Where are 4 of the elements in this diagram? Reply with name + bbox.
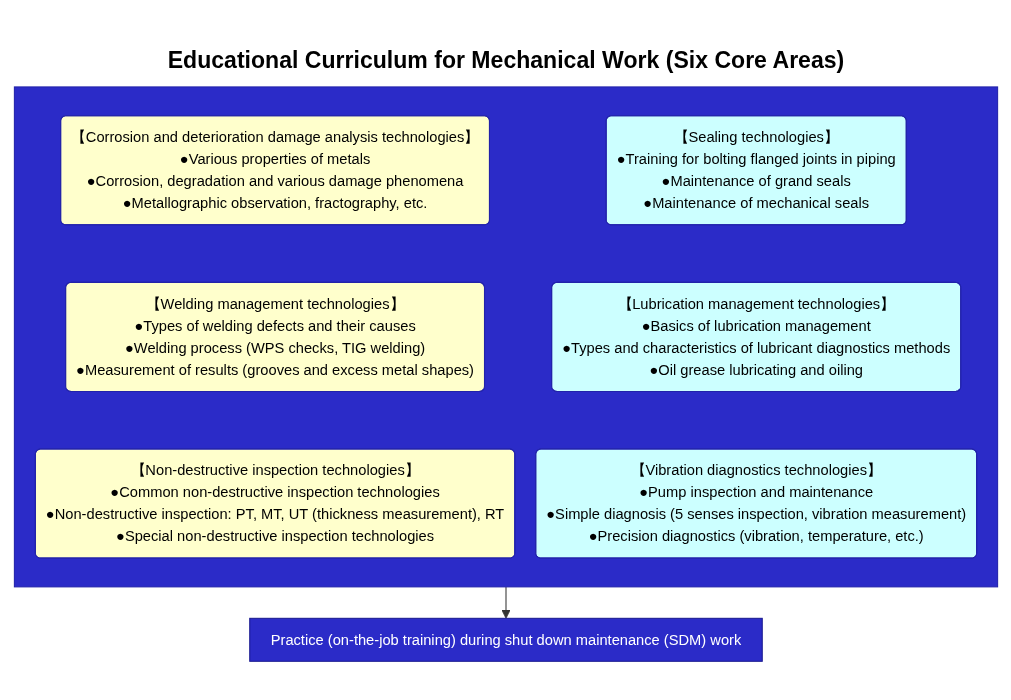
- cluster: [13, 86, 998, 588]
- node-box: Practice (on-the-job training) during shut down maintenance (SDM) work: [248, 617, 763, 662]
- node-label: Educational Curriculum for Mechanical Work (Six Core Areas): [167, 47, 844, 74]
- arrow: [500, 586, 511, 619]
